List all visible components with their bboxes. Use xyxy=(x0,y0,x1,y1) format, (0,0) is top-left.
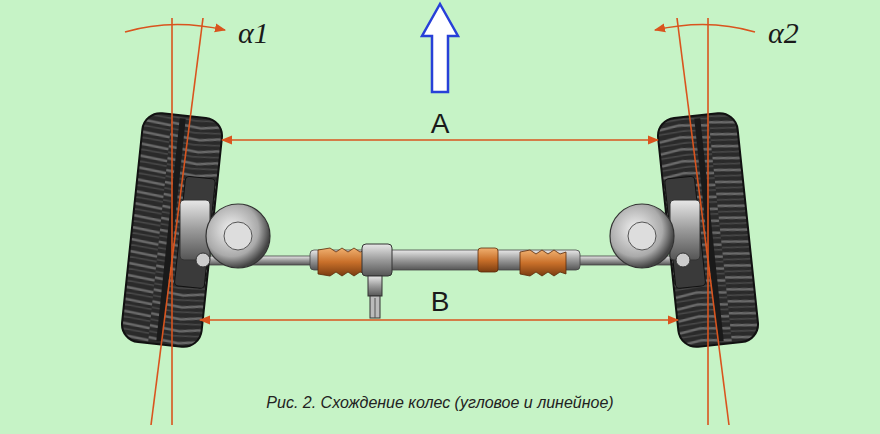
angle-label: α1 xyxy=(238,18,269,48)
angle-label: α2 xyxy=(768,18,799,48)
dimension-lines xyxy=(200,140,678,320)
right-hub xyxy=(610,200,700,268)
dimension-label: B xyxy=(427,288,454,316)
left-hub xyxy=(180,200,270,268)
direction-arrow xyxy=(422,4,458,92)
figure-caption: Рис. 2. Схождение колес (угловое и линей… xyxy=(266,395,613,411)
dimension-label: A xyxy=(427,110,454,138)
